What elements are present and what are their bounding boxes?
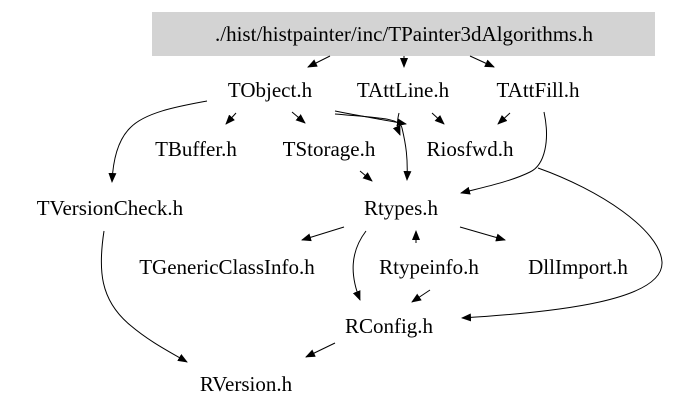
root-node[interactable]: ./hist/histpainter/inc/TPainter3dAlgorit…	[152, 12, 655, 56]
edges	[100, 55, 663, 363]
node-tstorage[interactable]: TStorage.h	[283, 137, 376, 161]
node-rversion[interactable]: RVersion.h	[200, 372, 293, 396]
node-rconfig[interactable]: RConfig.h	[345, 314, 434, 338]
edge-root-tobject	[307, 55, 331, 68]
edge-tobject-tversioncheck	[108, 100, 208, 183]
node-rtypeinfo[interactable]: Rtypeinfo.h	[379, 255, 479, 279]
node-tattfill[interactable]: TAttFill.h	[497, 78, 580, 102]
edge-tobject-riosfwd	[334, 110, 407, 127]
edge-rconfig-rversion	[305, 342, 336, 358]
node-tobject[interactable]: TObject.h	[228, 78, 313, 102]
edge-rtypeinfo-rconfig	[411, 289, 431, 303]
edge-rtypes-rconfig	[352, 230, 367, 301]
node-rtypes[interactable]: Rtypes.h	[364, 196, 439, 220]
node-tattline[interactable]: TAttLine.h	[357, 78, 450, 102]
root-label: ./hist/histpainter/inc/TPainter3dAlgorit…	[215, 22, 593, 46]
edge-root-tattfill	[469, 55, 495, 68]
edge-rtypes-dllimport	[459, 226, 506, 242]
edge-tobject-tbuffer	[225, 112, 237, 125]
node-riosfwd[interactable]: Riosfwd.h	[427, 137, 514, 161]
edge-tversioncheck-rversion	[100, 230, 188, 363]
edge-tattfill-rconfig	[461, 167, 663, 322]
node-tversioncheck[interactable]: TVersionCheck.h	[37, 196, 184, 220]
node-tgenericclassinfo[interactable]: TGenericClassInfo.h	[139, 255, 315, 279]
edge-tattline-rtypes	[392, 112, 401, 136]
node-tbuffer[interactable]: TBuffer.h	[155, 137, 237, 161]
edge-tstorage-rtypes	[359, 170, 373, 182]
edge-tattfill-riosfwd	[497, 112, 511, 125]
edge-tobject-rtypes	[334, 113, 412, 181]
edge-tobject-tstorage	[291, 111, 306, 124]
edge-tattfill-rtypes	[460, 111, 547, 195]
edge-rtypes-tgenericclassinfo	[301, 226, 345, 242]
edge-tattline-riosfwd	[431, 112, 445, 125]
node-dllimport[interactable]: DllImport.h	[528, 255, 628, 279]
